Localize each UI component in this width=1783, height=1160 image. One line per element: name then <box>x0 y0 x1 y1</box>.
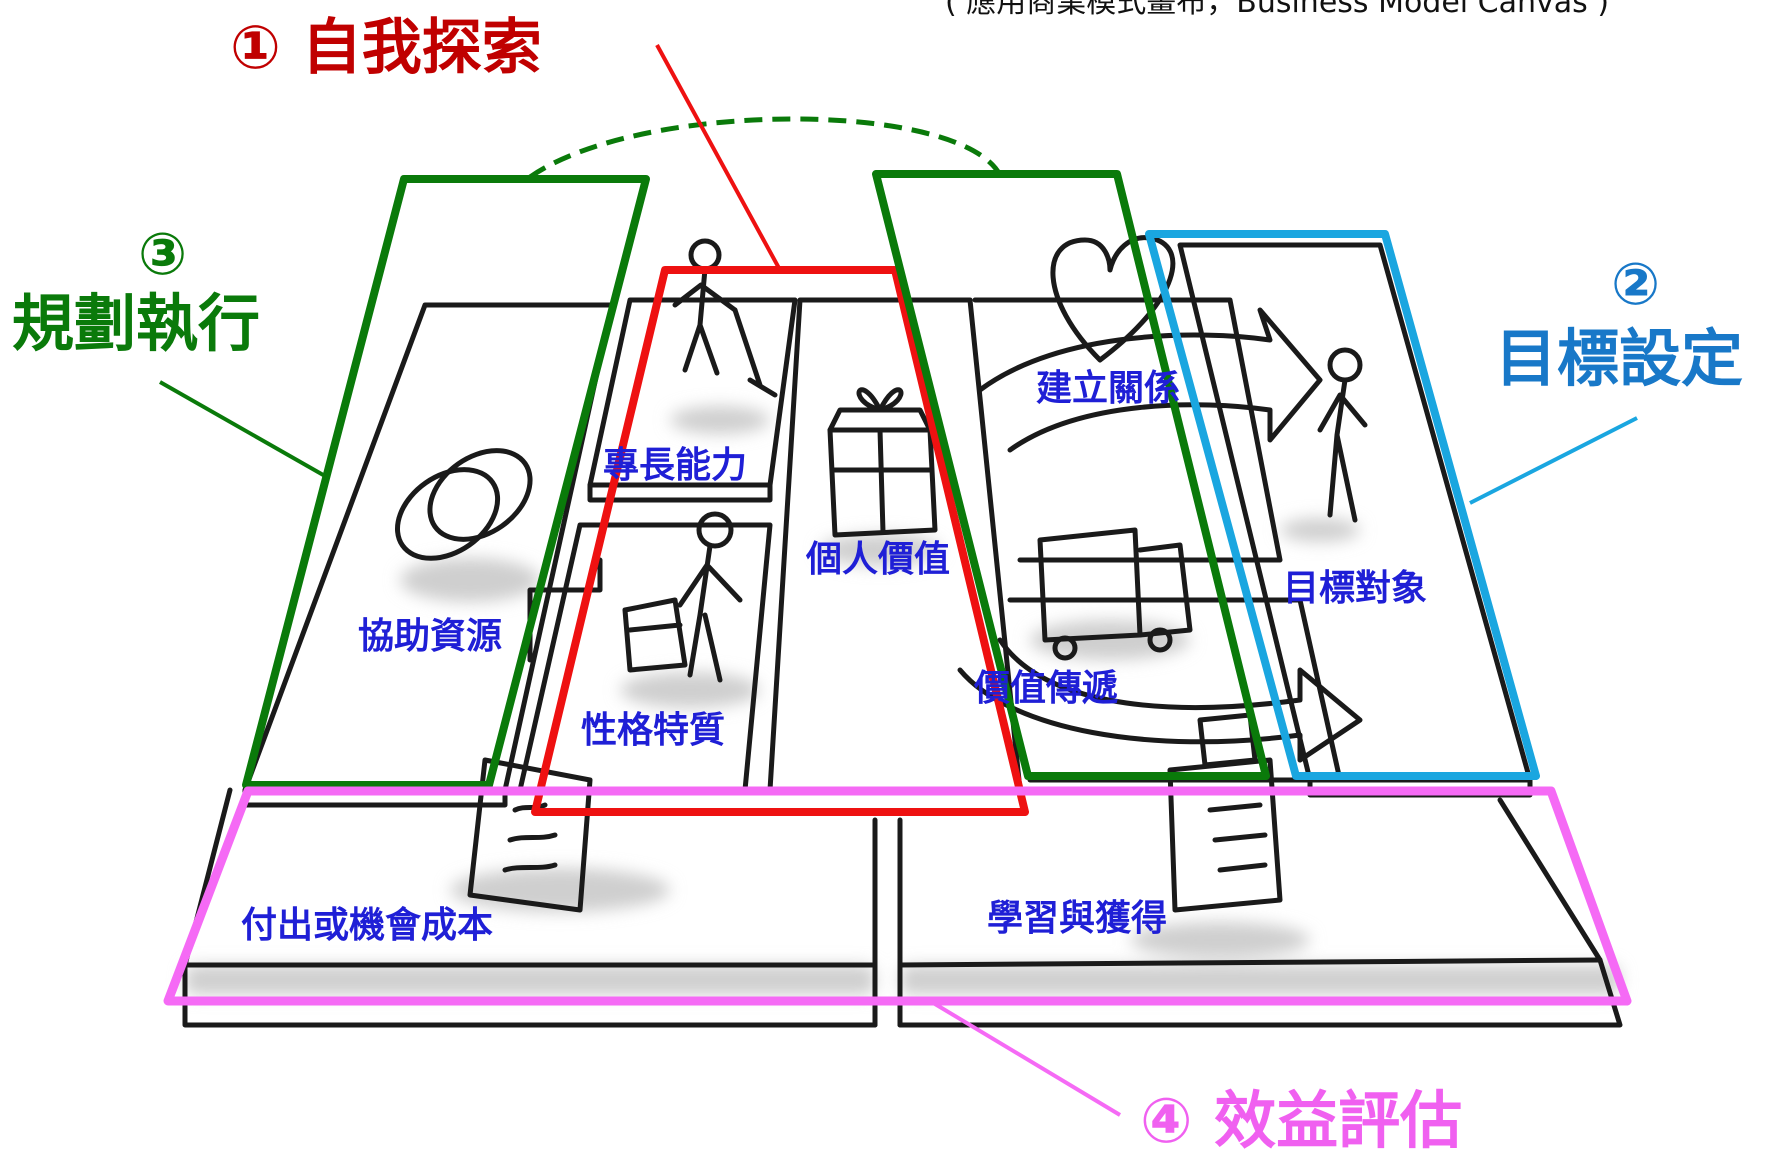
dashed-connector <box>528 116 1003 180</box>
relationship-frame <box>872 170 1270 780</box>
chain-icon <box>394 448 533 561</box>
block-label-cost: 付出或機會成本 <box>240 905 494 946</box>
gift-icon <box>827 387 938 538</box>
self-explore-frame <box>531 266 1029 816</box>
goal-setting-frame <box>1145 230 1540 780</box>
person-basket-icon <box>622 511 743 683</box>
cash-register-icon <box>1167 712 1283 913</box>
relationship-arrow <box>977 307 1323 453</box>
plan-execute-leader <box>159 380 326 478</box>
benefit-eval-leader <box>928 999 1122 1117</box>
block-label-skills: 專長能力 <box>602 445 748 486</box>
step-label-plan-execute: 規劃執行 <box>12 287 261 360</box>
relationship-board <box>972 297 1283 563</box>
benefit-eval-frame <box>163 786 1632 1006</box>
step-label-self-explore: 自我探索 <box>301 13 542 83</box>
block-label-gain: 學習與獲得 <box>986 898 1168 939</box>
step-self-explore-heading: ① 自我探索 <box>230 18 542 78</box>
block-label-relationships: 建立關係 <box>1035 368 1181 409</box>
step-number-3: ③ <box>137 220 188 288</box>
truck-icon <box>1037 527 1193 661</box>
block-label-personality: 性格特質 <box>580 710 726 751</box>
plan-execute-frame <box>242 175 650 789</box>
block-label-resources: 協助資源 <box>357 616 503 657</box>
person-sweeping-icon <box>672 238 778 398</box>
step-number-1: ① <box>230 13 281 83</box>
heart-icon <box>1050 235 1176 363</box>
block-label-delivery: 價值傳遞 <box>973 668 1119 709</box>
target-person-icon <box>1317 347 1368 523</box>
canvas-caption: ( 應用商業模式畫布，Business Model Canvas ) <box>945 0 1610 20</box>
step-benefit-eval-heading: ④ 效益評估 <box>1140 1090 1462 1152</box>
document-icon <box>467 757 593 913</box>
step-label-benefit-eval: 效益評估 <box>1214 1084 1463 1157</box>
step-number-2: ② <box>1610 250 1661 318</box>
self-explore-leader <box>655 44 782 271</box>
step-number-4: ④ <box>1140 1084 1193 1157</box>
step-label-goal-setting: 目標設定 <box>1495 322 1744 395</box>
delivery-arrow <box>957 637 1363 763</box>
block-label-target: 目標對象 <box>1282 568 1428 609</box>
goal-setting-leader <box>1469 416 1638 505</box>
block-label-personal-value: 個人價值 <box>805 539 951 580</box>
